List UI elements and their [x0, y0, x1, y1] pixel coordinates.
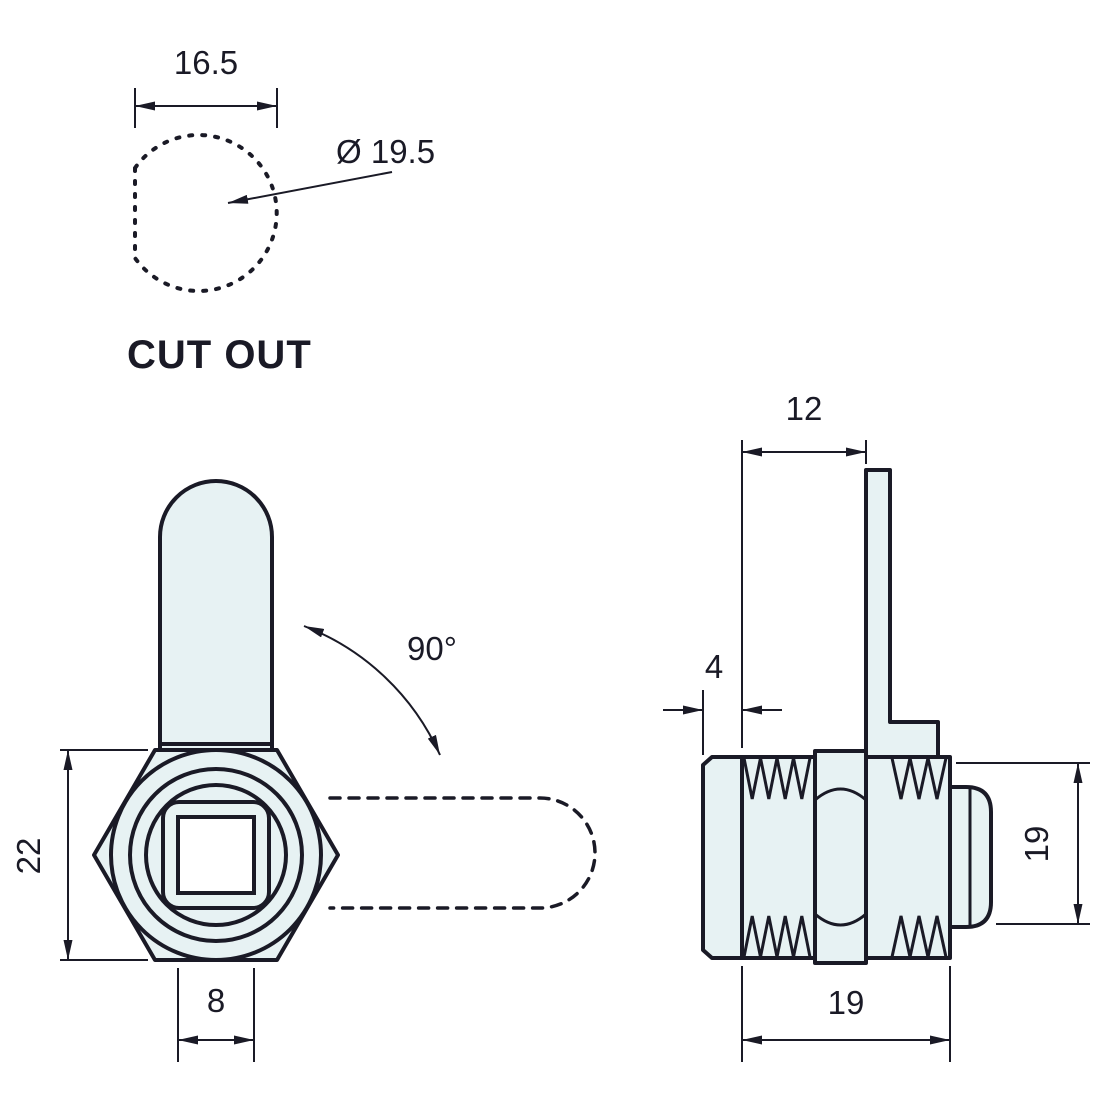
key-square-hole — [176, 815, 256, 895]
cam-lever — [158, 479, 274, 762]
cutout-diameter-label: Ø 19.5 — [336, 133, 435, 170]
lock-face-circle-mid — [128, 767, 304, 943]
thread-profile-top-left — [742, 757, 812, 800]
lock-face-circle-outer — [109, 748, 323, 962]
side-head-label: 4 — [705, 648, 723, 685]
side-offset-label: 12 — [786, 390, 823, 427]
front-height-label: 22 — [10, 838, 47, 875]
front-view: 90° 22 8 — [10, 479, 597, 1062]
rotation-arc — [303, 625, 441, 756]
mounting-nut-chamfer-top — [814, 787, 867, 802]
side-diameter-label: 19 — [1018, 826, 1055, 863]
cutout-width-label: 16.5 — [174, 44, 238, 81]
rotation-label: 90° — [407, 630, 457, 667]
cutout-outline — [133, 133, 279, 293]
cutout-view: 16.5 Ø 19.5 CUT OUT — [127, 44, 435, 377]
side-view: 12 4 19 19 — [663, 390, 1090, 1062]
cam-bracket — [864, 468, 940, 759]
cam-lever-rotated-outline — [328, 796, 597, 910]
lock-face-circle-inner — [144, 783, 288, 927]
thread-profile-top-right — [890, 757, 948, 800]
cutout-diameter-leader — [227, 171, 393, 204]
side-length-label: 19 — [828, 984, 865, 1021]
mounting-nut-chamfer-bottom — [814, 912, 867, 927]
thread-profile-bottom-left — [742, 915, 812, 958]
front-square-label: 8 — [207, 982, 225, 1019]
cutout-caption: CUT OUT — [127, 333, 312, 377]
thread-profile-bottom-right — [890, 915, 948, 958]
mounting-nut — [813, 749, 868, 965]
